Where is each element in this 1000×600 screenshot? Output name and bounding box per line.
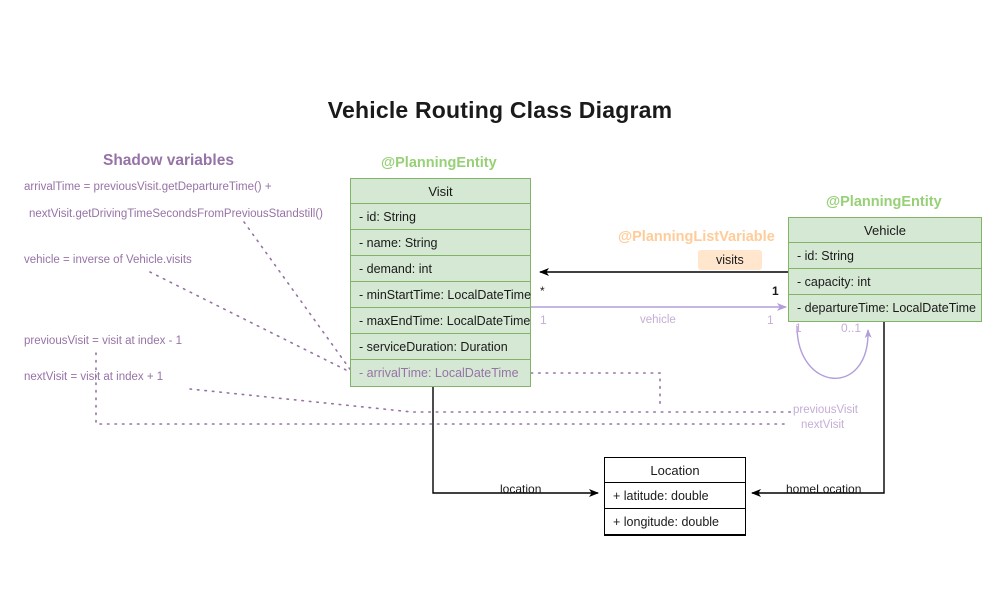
association-label-home-location: homeLocation [786,482,862,496]
attribute-row: - demand: int [351,256,530,282]
stereotype-visit-planning-entity: @PlanningEntity [381,155,497,171]
class-box-location[interactable]: Location + latitude: double + longitude:… [604,457,746,536]
association-label-next-visit: nextVisit [801,419,845,431]
multiplicity-self-loop-source: 1 [795,321,802,335]
attribute-row: + longitude: double [605,509,745,535]
attribute-row: - maxEndTime: LocalDateTime [351,308,530,334]
association-label-previous-visit: previousVisit [793,404,858,416]
attribute-row: + latitude: double [605,483,745,509]
stereotype-planning-list-variable: @PlanningListVariable [618,229,775,245]
class-name-vehicle: Vehicle [789,218,981,243]
attribute-row: - id: String [351,204,530,230]
association-label-visits: visits [698,250,762,270]
shadow-note-next-visit: nextVisit = visit at index + 1 [24,371,164,383]
attribute-row: - serviceDuration: Duration [351,334,530,360]
shadow-note-previous-visit: previousVisit = visit at index - 1 [24,335,182,347]
multiplicity-self-loop-target: 0..1 [841,321,862,335]
shadow-note-arrival-time-2: nextVisit.getDrivingTimeSecondsFromPrevi… [29,208,323,220]
stereotype-vehicle-planning-entity: @PlanningEntity [826,194,942,210]
attribute-row: - name: String [351,230,530,256]
page-title: Vehicle Routing Class Diagram [327,97,673,123]
shadow-note-vehicle: vehicle = inverse of Vehicle.visits [24,254,192,266]
multiplicity-vehicle-target: 1 [767,313,774,327]
class-name-visit: Visit [351,179,530,204]
class-box-vehicle[interactable]: Vehicle - id: String - capacity: int - d… [788,217,982,322]
class-box-visit[interactable]: Visit - id: String - name: String - dema… [350,178,531,387]
attribute-row: - capacity: int [789,269,981,295]
shadow-variables-title: Shadow variables [103,152,234,169]
association-location [432,384,599,497]
attribute-row: - id: String [789,243,981,269]
multiplicity-visits-source: 1 [772,284,779,298]
attribute-row-shadow: - arrivalTime: LocalDateTime [359,366,519,380]
multiplicity-visits-target: * [540,284,545,298]
attribute-row: - departureTime: LocalDateTime [797,301,977,315]
shadow-note-arrival-time-1: arrivalTime = previousVisit.getDeparture… [24,181,272,193]
attribute-row: - minStartTime: LocalDateTime [351,282,531,308]
association-label-vehicle: vehicle [640,314,676,326]
class-name-location: Location [605,458,745,483]
multiplicity-vehicle-source: 1 [540,313,547,327]
association-label-location: location [500,482,542,496]
